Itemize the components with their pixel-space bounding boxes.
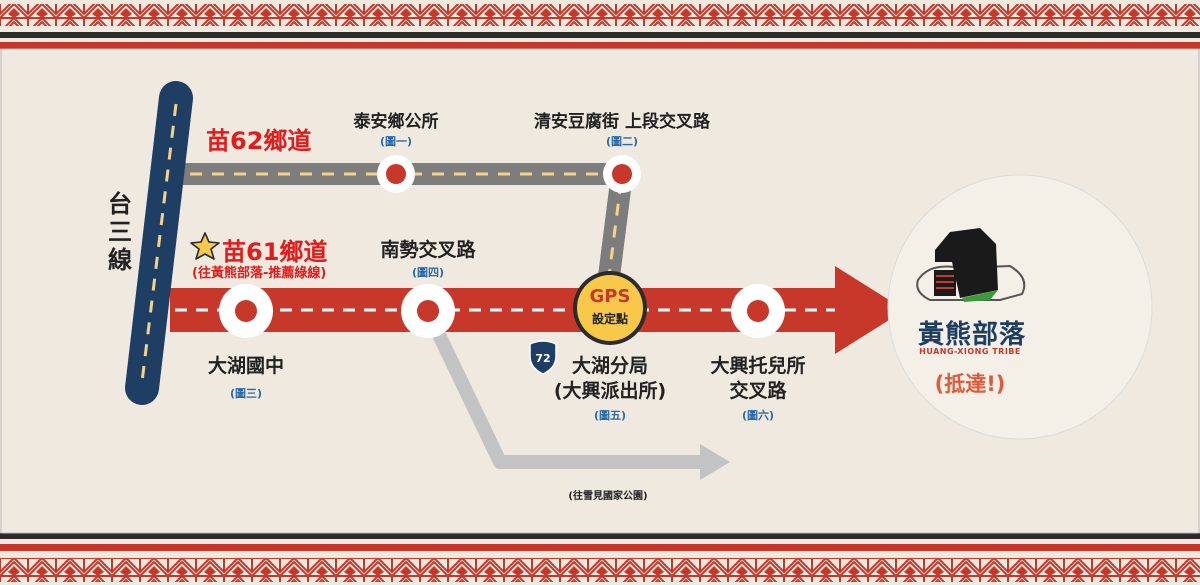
node-daxing-nursery[interactable] [731, 284, 785, 338]
gps-title: GPS [589, 286, 631, 307]
township-road-62-label: 苗62鄉道 [206, 127, 312, 155]
township-road-61-note: (往黃熊部落-推薦綠線) [192, 266, 327, 281]
star-icon [190, 232, 220, 260]
destination-status: (抵達!) [934, 372, 1006, 396]
gps-subtitle: 設定點 [591, 312, 629, 326]
side-route-xueba [421, 308, 730, 480]
destination-name: 黃熊部落 [917, 320, 1027, 350]
route-shield-number: 72 [535, 352, 550, 365]
taian-office-name: 泰安鄉公所 [353, 112, 439, 132]
daxing-nursery-line2: 交叉路 [729, 380, 787, 402]
taian-office-fig: (圖一) [379, 135, 413, 148]
provincial-road-3 [125, 81, 193, 405]
node-taian-office[interactable] [377, 155, 415, 193]
bottom-border [0, 533, 1200, 582]
dahu-school-fig: (圖三) [229, 387, 263, 400]
dahu-school-name: 大湖國中 [207, 355, 285, 377]
node-dahu-school[interactable] [219, 284, 273, 338]
top-border [0, 0, 1200, 49]
daxing-nursery-fig: (圖六) [741, 409, 775, 422]
side-route-note: (往雪見國家公園) [568, 491, 648, 502]
gps-marker[interactable] [573, 271, 647, 345]
node-qingan-junction[interactable] [603, 155, 641, 193]
destination-name-en: HUANG-XIONG TRIBE [919, 347, 1021, 356]
provincial-road-label: 台三線 [108, 190, 132, 274]
township-road-61-label: 苗61鄉道 [222, 238, 328, 266]
nanshi-junction-fig: (圖四) [411, 266, 445, 279]
route-shield-icon: 72 [529, 340, 557, 375]
qingan-junction-fig: (圖二) [605, 135, 639, 148]
nanshi-junction-name: 南勢交叉路 [380, 239, 476, 261]
destination-circle[interactable] [887, 174, 1153, 440]
bear-logo-icon [916, 228, 1026, 302]
dahu-station-line2: (大興派出所) [553, 380, 667, 402]
daxing-nursery-line1: 大興托兒所 [710, 355, 806, 377]
node-nanshi-junction[interactable] [401, 284, 455, 338]
dahu-station-line1: 大湖分局 [571, 355, 649, 377]
dahu-station-fig: (圖五) [593, 409, 627, 422]
qingan-junction-name: 清安豆腐街 上段交叉路 [534, 112, 710, 132]
